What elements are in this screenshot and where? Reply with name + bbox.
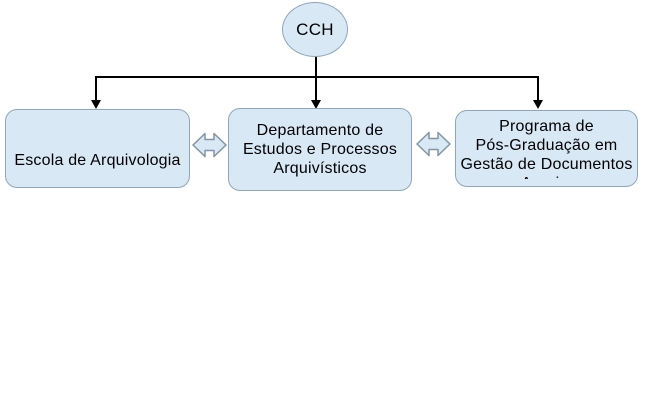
node-label-line: Programa de (499, 118, 594, 135)
double-arrow-right-icon (416, 131, 451, 157)
node-label: Escola de Arquivologia (6, 151, 189, 170)
node-label-line-clipped: e Arquivos (456, 174, 637, 179)
node-label: Departamento de Estudos e Processos Arqu… (243, 121, 397, 178)
node-label-line: Escola de Arquivologia (14, 152, 181, 169)
node-label: Programa de Pós-Graduação em Gestão de D… (456, 117, 637, 179)
double-arrow-shape (192, 132, 227, 158)
root-node-label: CCH (296, 19, 334, 39)
double-arrow-left-icon (192, 132, 227, 158)
node-programa-pos-graduacao: Programa de Pós-Graduação em Gestão de D… (455, 110, 638, 187)
node-label-line: Gestão de Documentos (460, 156, 633, 173)
double-arrow-shape (416, 131, 451, 157)
node-departamento-estudos-processos: Departamento de Estudos e Processos Arqu… (228, 108, 412, 191)
root-node-cch: CCH (282, 2, 348, 57)
node-escola-de-arquivologia: Escola de Arquivologia (5, 109, 190, 188)
node-label-line: Departamento de (256, 122, 384, 139)
node-label-line: Estudos e Processos (242, 141, 398, 158)
node-label-line: Pós-Graduação em (475, 137, 618, 154)
node-label-line: Arquivísticos (273, 160, 367, 177)
arrowhead-down-left-icon (91, 100, 101, 109)
arrowhead-down-right-icon (533, 100, 543, 109)
